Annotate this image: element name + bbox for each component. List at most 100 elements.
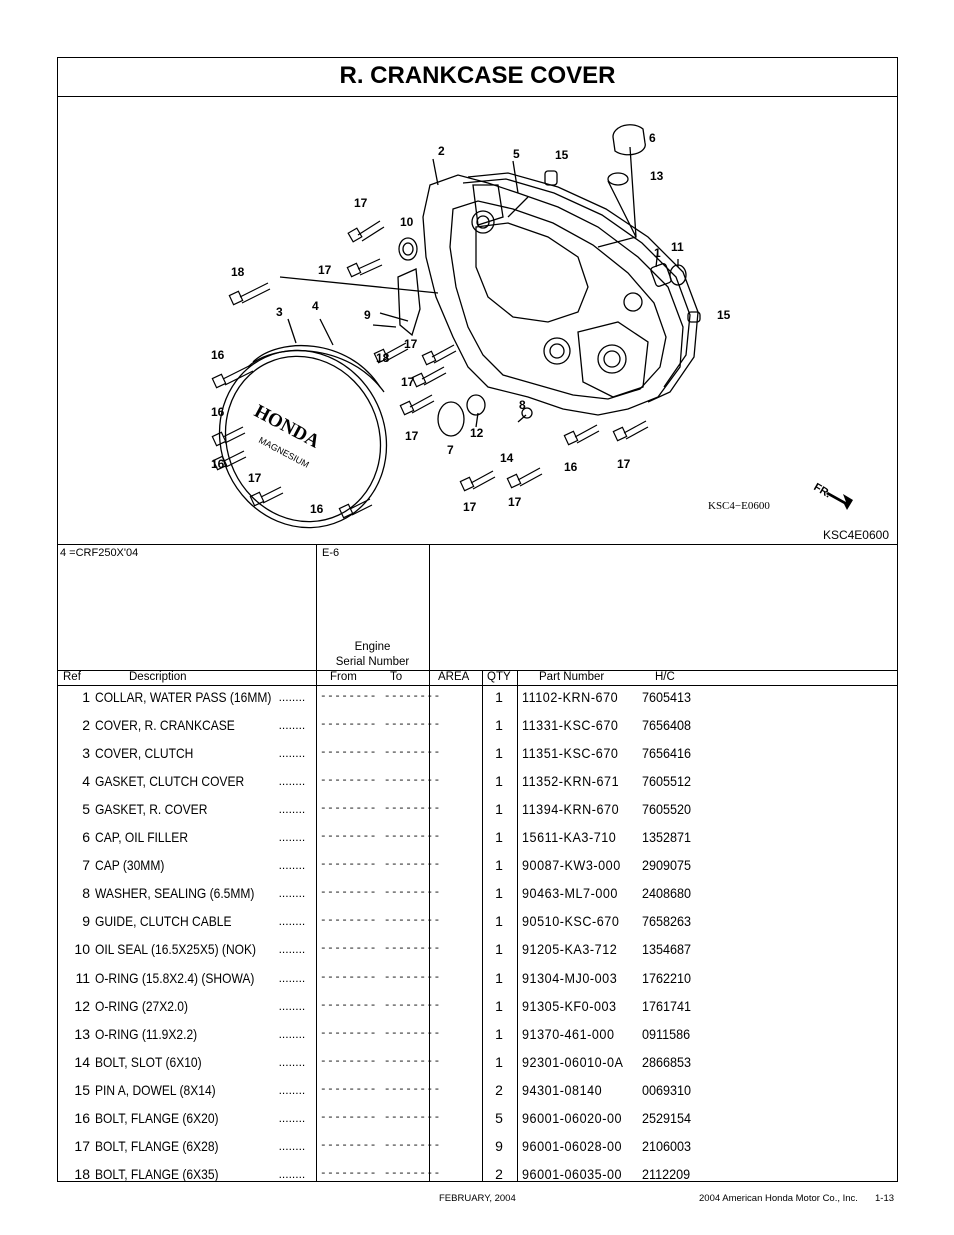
part-ref: 3: [82, 745, 90, 762]
serial-range: -------- --------: [320, 999, 441, 1012]
page-title: R. CRANKCASE COVER: [57, 57, 898, 97]
column-divider: [517, 670, 518, 1182]
serial-range: -------- --------: [320, 803, 441, 816]
part-number: 91370-461-000: [522, 1025, 615, 1042]
part-hc: 1761741: [642, 997, 692, 1014]
part-ref: 18: [74, 1165, 90, 1182]
part-description: CAP (30MM): [95, 857, 165, 874]
part-hc: 7656416: [642, 745, 692, 762]
part-number: 11331-KSC-670: [522, 717, 619, 734]
part-qty: 1: [495, 773, 503, 790]
callout-number: 17: [617, 457, 631, 471]
part-ref: 7: [82, 857, 90, 874]
dot-leader: ........................................…: [278, 746, 305, 761]
part-ref: 2: [82, 717, 90, 734]
part-number: 90510-KSC-670: [522, 913, 620, 930]
callout-number: 4: [312, 299, 319, 313]
dot-leader: ........................................…: [278, 998, 305, 1013]
callout-number: 16: [211, 457, 225, 471]
part-hc: 7658263: [642, 913, 692, 930]
part-description: O-RING (11.9X2.2): [95, 1025, 198, 1042]
figure-code: KSC4E0600: [822, 528, 889, 542]
part-ref: 12: [74, 997, 90, 1014]
callout-number: 16: [211, 405, 225, 419]
part-qty: 1: [495, 1053, 503, 1070]
serial-range: -------- --------: [320, 719, 441, 732]
serial-range: -------- --------: [320, 943, 441, 956]
callout-number: 7: [447, 443, 454, 457]
dot-leader: ........................................…: [278, 942, 305, 957]
part-qty: 1: [495, 885, 503, 902]
callout-number: 3: [276, 305, 283, 319]
part-hc: 1762210: [642, 969, 692, 986]
part-qty: 1: [495, 717, 503, 734]
serial-range: -------- --------: [320, 1139, 441, 1152]
model-note: 4 =CRF250X'04: [60, 547, 139, 559]
dot-leader: ........................................…: [278, 830, 305, 845]
header-qty: QTY: [487, 671, 511, 683]
part-ref: 16: [74, 1109, 90, 1126]
dot-leader: ........................................…: [278, 802, 305, 817]
part-hc: 1352871: [642, 829, 692, 846]
part-description: O-RING (15.8X2.4) (SHOWA): [95, 969, 255, 986]
part-description: GASKET, CLUTCH COVER: [95, 773, 245, 790]
header-to: To: [390, 671, 403, 683]
callout-number: 16: [564, 460, 578, 474]
part-ref: 13: [74, 1025, 90, 1042]
header-hc: H/C: [655, 671, 675, 683]
callout-number: 8: [519, 398, 526, 412]
callout-number: 17: [248, 471, 262, 485]
dot-leader: ........................................…: [278, 718, 305, 733]
part-description: BOLT, FLANGE (6X35): [95, 1165, 219, 1182]
part-description: GUIDE, CLUTCH CABLE: [95, 913, 232, 930]
part-number: 90087-KW3-000: [522, 857, 621, 874]
callout-number: 17: [401, 375, 415, 389]
part-qty: 1: [495, 829, 503, 846]
engine-serial-label: Engine Serial Number: [335, 641, 410, 668]
part-hc: 7605520: [642, 801, 692, 818]
callout-number: 10: [400, 215, 414, 229]
callout-number: 17: [354, 196, 368, 210]
footer-date: FEBRUARY, 2004: [439, 1193, 516, 1204]
page-frame: [57, 57, 898, 1182]
serial-range: -------- --------: [320, 775, 441, 788]
part-description: O-RING (27X2.0): [95, 997, 189, 1014]
dot-leader: ........................................…: [278, 1166, 305, 1181]
serial-range: -------- --------: [320, 1167, 441, 1180]
front-arrow-icon: FR.: [812, 481, 853, 510]
part-description: COVER, CLUTCH: [95, 745, 194, 762]
dot-leader: ........................................…: [278, 1138, 305, 1153]
callout-number: 16: [211, 348, 225, 362]
footer-copyright: 2004 American Honda Motor Co., Inc.: [699, 1193, 858, 1204]
part-qty: 1: [495, 857, 503, 874]
callout-number: 15: [555, 148, 569, 162]
header-area: AREA: [438, 671, 470, 683]
part-description: WASHER, SEALING (6.5MM): [95, 885, 255, 902]
part-ref: 6: [82, 829, 90, 846]
callout-number: 2: [438, 144, 445, 158]
callout-number: 17: [404, 337, 418, 351]
callout-number: 18: [231, 265, 245, 279]
callout-number: 17: [318, 263, 332, 277]
part-number: 96001-06028-00: [522, 1137, 623, 1154]
part-description: BOLT, FLANGE (6X20): [95, 1109, 219, 1126]
part-number: 91305-KF0-003: [522, 997, 617, 1014]
part-number: 90463-ML7-000: [522, 885, 618, 902]
callout-number: 16: [310, 502, 324, 516]
part-number: 91205-KA3-712: [522, 941, 618, 958]
callout-number: 17: [463, 500, 477, 514]
rule: [57, 544, 898, 545]
part-qty: 1: [495, 913, 503, 930]
part-ref: 17: [74, 1137, 90, 1154]
dot-leader: ........................................…: [278, 1026, 305, 1041]
callout-number: 17: [508, 495, 522, 509]
